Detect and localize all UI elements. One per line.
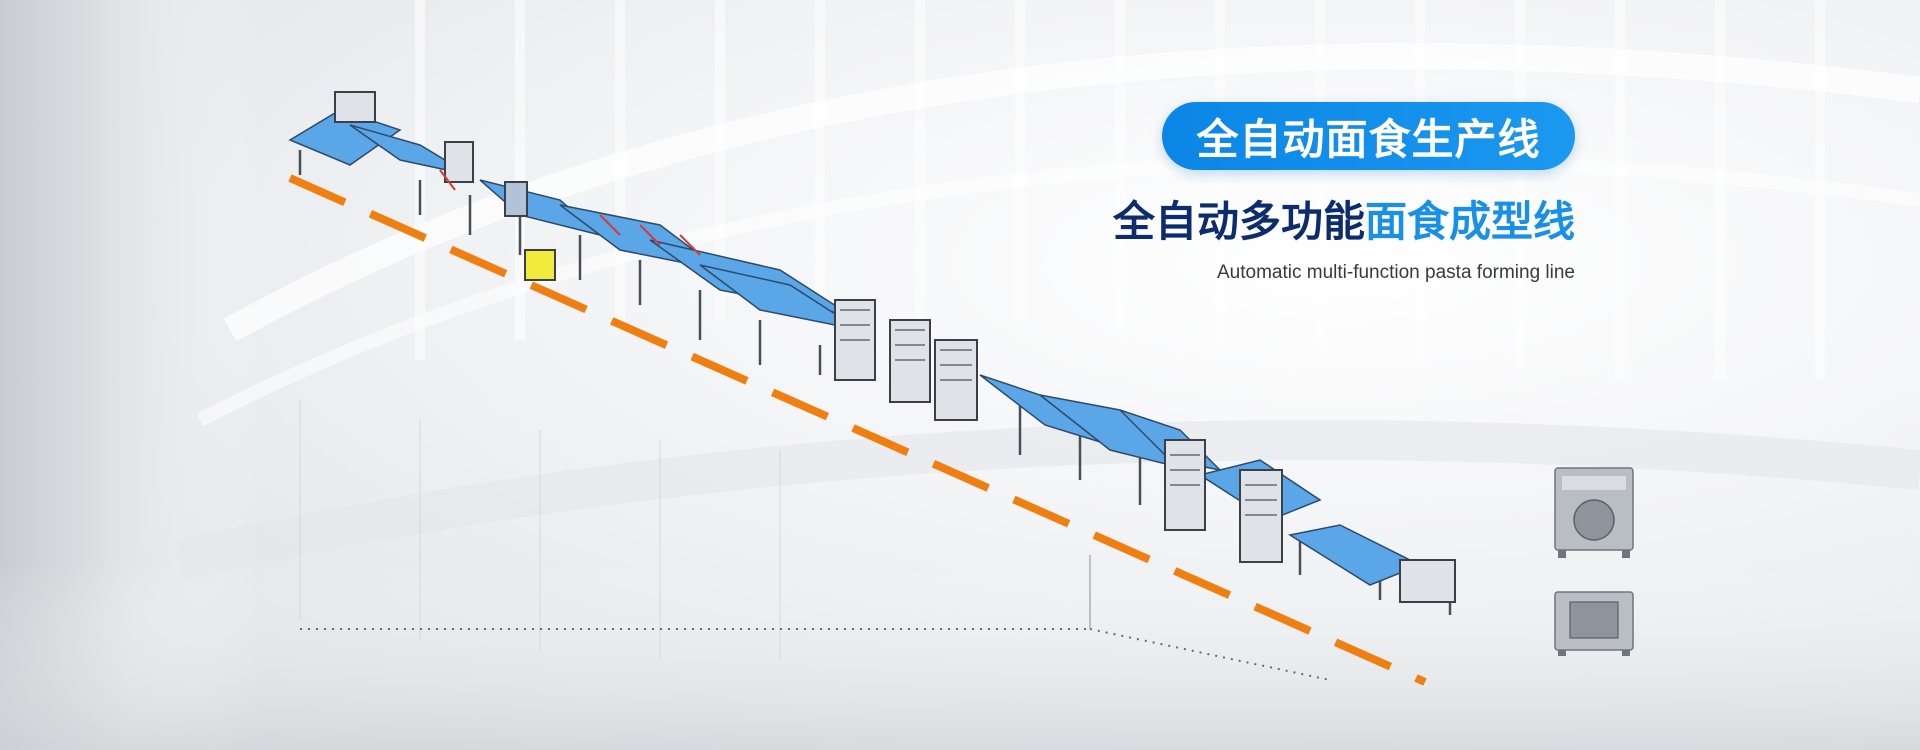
headline-part1: 全自动多功能 [1112, 197, 1365, 246]
subtitle: Automatic multi-function pasta forming l… [1217, 262, 1575, 283]
dough-mixer-icon [1554, 467, 1634, 558]
headline: 全自动多功能面食成型线 [1113, 196, 1575, 248]
badge-label: 全自动面食生产线 [1196, 114, 1541, 164]
headline-part2: 面食成型线 [1364, 197, 1575, 246]
vacuum-mixer-icon [1554, 591, 1634, 656]
product-category-badge: 全自动面食生产线 [1162, 102, 1575, 170]
